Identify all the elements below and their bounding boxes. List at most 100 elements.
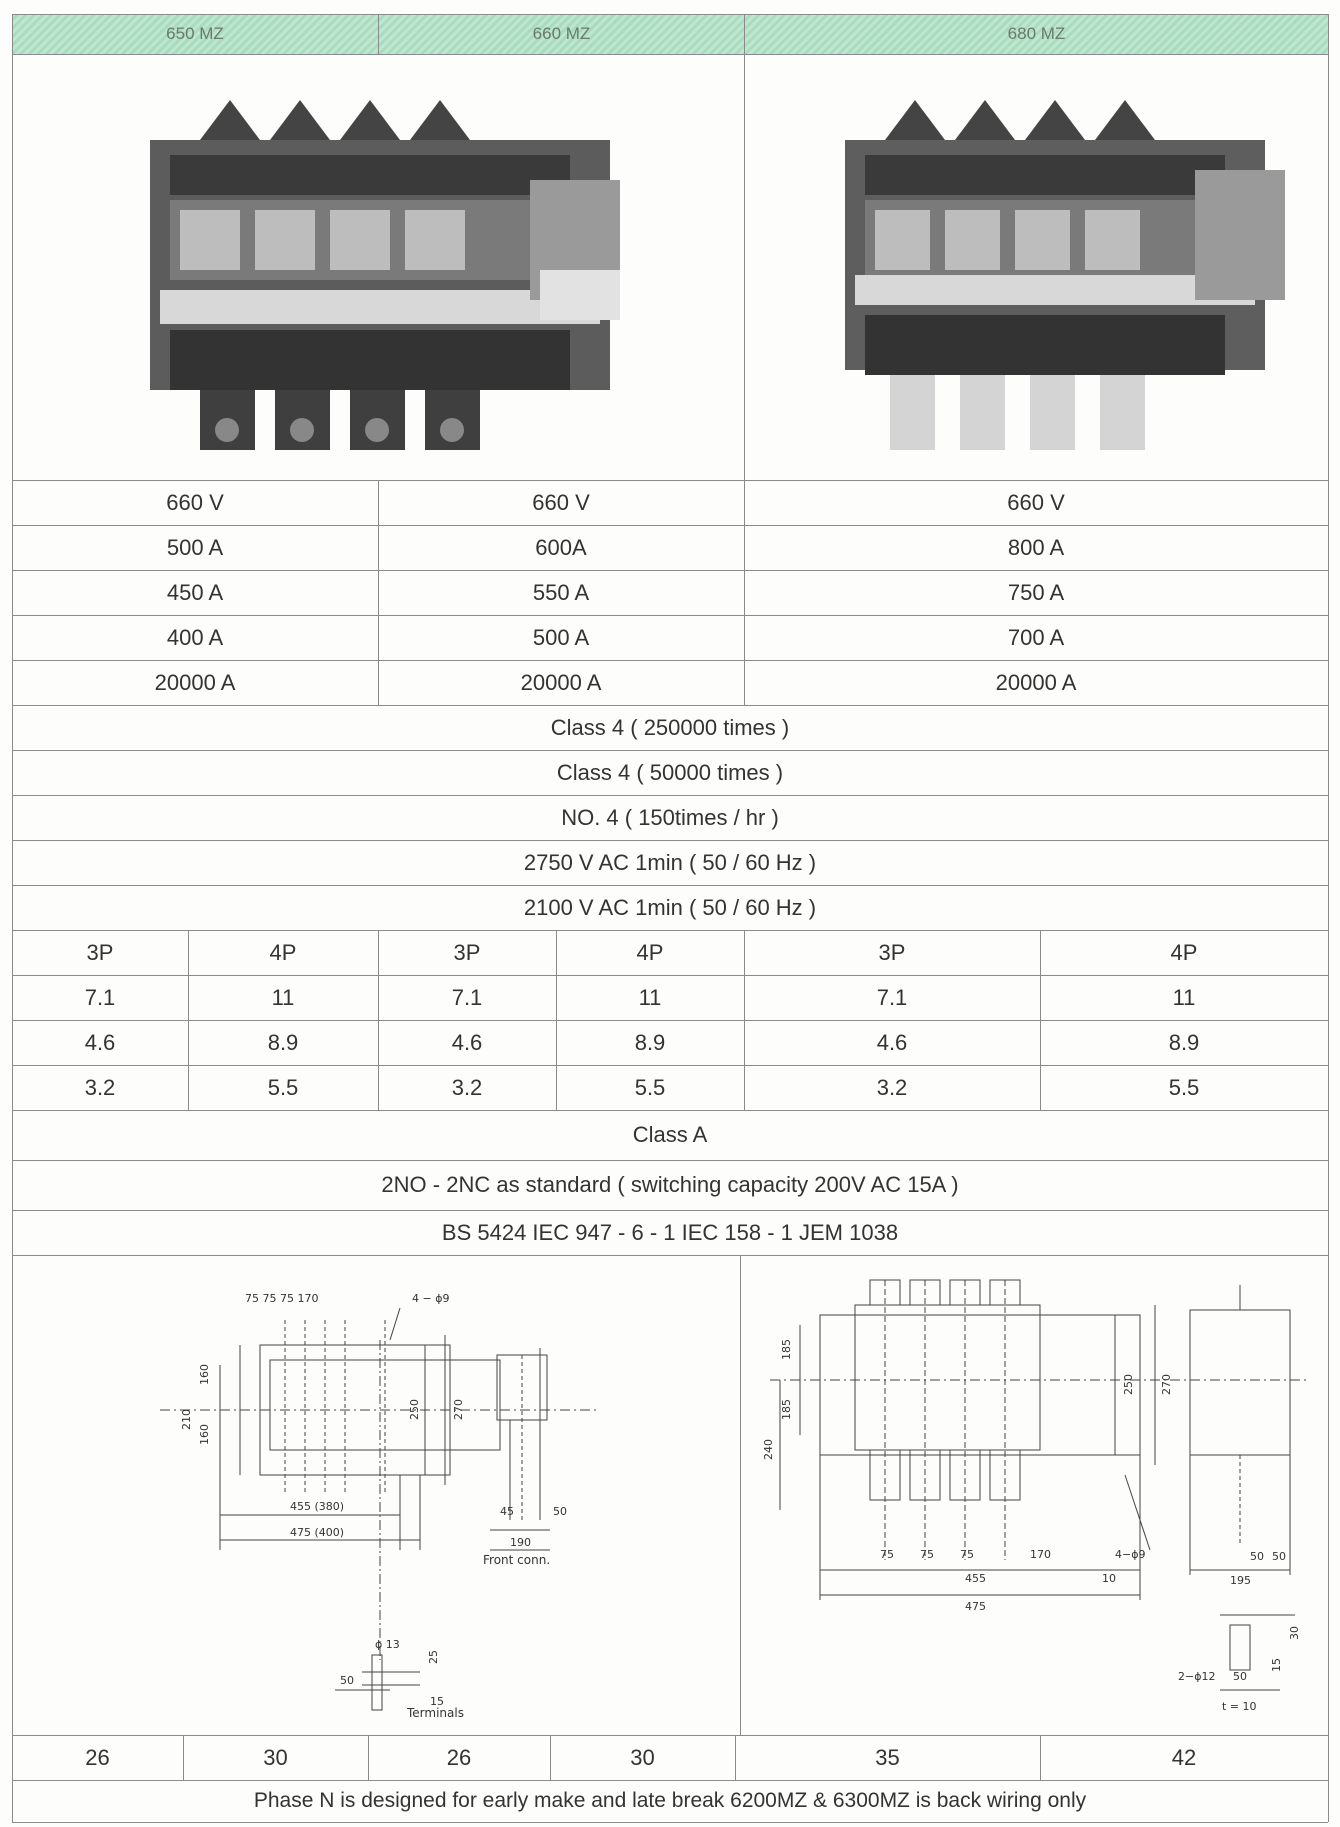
weight-5: 42 [1171,1744,1197,1770]
dimension-drawing-680: 185 185 240 250 270 75 75 75 170 4−ϕ9 45… [762,1279,1310,1713]
drawing-right-label-170: 170 [1030,1548,1051,1561]
rating-680-r3: 700 A [1007,624,1065,650]
dimension-drawing-650-660: 75 75 75 170 4 − ϕ9 160 160 210 250 270 … [160,1292,600,1720]
product-photo-650-660 [150,100,620,450]
common-row-7: BS 5424 IEC 947 - 6 - 1 IEC 158 - 1 JEM … [441,1219,899,1245]
drawing-left-label-45: 45 [500,1505,514,1518]
drawing-left-label-190: 190 [510,1536,531,1549]
pole-value-r1-c4: 4.6 [876,1029,908,1055]
poles-1: 4P [269,939,297,965]
drawing-left-label-holes: 4 − ϕ9 [412,1292,449,1305]
model-header-660: 660 MZ [379,14,744,54]
drawing-right-label-195: 195 [1230,1574,1251,1587]
pole-value-r2-c2: 3.2 [451,1074,483,1100]
weight-1: 30 [263,1744,288,1770]
common-row-6: 2NO - 2NC as standard ( switching capaci… [381,1172,959,1197]
drawing-right-label-holes: 4−ϕ9 [1115,1548,1145,1561]
pole-value-r2-c0: 3.2 [84,1074,116,1100]
drawing-right-label-30: 30 [1288,1626,1301,1640]
poles-0: 3P [86,939,114,965]
drawing-left-label-455: 455 (380) [290,1500,344,1513]
drawing-right-label-15: 15 [1270,1658,1283,1672]
drawing-left-label-250: 250 [408,1399,421,1420]
common-row-5: Class A [632,1122,708,1147]
rating-660-r4: 20000 A [520,669,602,695]
drawing-right-label-phi12: 2−ϕ12 [1178,1670,1215,1683]
rating-680-r4: 20000 A [995,669,1077,695]
drawing-left-label-160a: 160 [198,1364,211,1385]
common-row-1: Class 4 ( 50000 times ) [556,759,784,785]
pole-value-r0-c3: 11 [638,984,662,1010]
drawing-left-label-top: 75 75 75 170 [245,1292,318,1305]
poles-5: 4P [1170,939,1198,965]
common-row-0: Class 4 ( 250000 times ) [550,714,790,740]
pole-value-r1-c2: 4.6 [451,1029,483,1055]
poles-3: 4P [636,939,664,965]
poles-4: 3P [878,939,906,965]
common-row-4: 2100 V AC 1min ( 50 / 60 Hz ) [523,894,817,920]
rating-660-r3: 500 A [532,624,590,650]
model-header-650: 650 MZ [12,14,378,54]
product-photo-680 [845,100,1285,450]
rating-680-r1: 800 A [1007,534,1065,560]
drawing-right-label-270: 270 [1160,1374,1173,1395]
rating-660-r1: 600A [535,534,587,560]
rating-680-r2: 750 A [1007,579,1065,605]
pole-value-r2-c5: 5.5 [1168,1074,1200,1100]
pole-value-r0-c2: 7.1 [451,984,483,1010]
pole-value-r1-c3: 8.9 [634,1029,666,1055]
drawing-left-label-terminals: Terminals [406,1706,464,1720]
drawing-right-label-75b: 75 [920,1548,934,1561]
pole-value-r0-c0: 7.1 [84,984,116,1010]
rating-650-r2: 450 A [166,579,224,605]
rating-680-r0: 660 V [1007,489,1065,515]
weight-0: 26 [85,1744,110,1770]
drawing-right-label-50c: 50 [1233,1670,1247,1683]
rating-650-r1: 500 A [166,534,224,560]
drawing-right-label-75a: 75 [880,1548,894,1561]
pole-value-r1-c5: 8.9 [1168,1029,1200,1055]
poles-2: 3P [453,939,481,965]
drawing-right-label-240: 240 [762,1439,775,1460]
drawing-right-label-75c: 75 [960,1548,974,1561]
pole-value-r1-c1: 8.9 [267,1029,299,1055]
weight-3: 30 [630,1744,655,1770]
drawing-right-label-455: 455 [965,1572,986,1585]
rating-650-r3: 400 A [166,624,224,650]
common-row-2: NO. 4 ( 150times / hr ) [561,804,779,830]
pole-value-r2-c3: 5.5 [634,1074,666,1100]
drawing-right-label-185a: 185 [780,1339,793,1360]
drawing-right-label-50a: 50 [1250,1550,1264,1563]
drawing-left-label-270: 270 [452,1399,465,1420]
pole-value-r0-c4: 7.1 [876,984,908,1010]
drawing-right-label-t10: t = 10 [1222,1700,1257,1713]
drawing-right-label-50b: 50 [1272,1550,1286,1563]
drawing-left-label-475: 475 (400) [290,1526,344,1539]
drawing-right-label-250: 250 [1122,1374,1135,1395]
drawing-left-label-50: 50 [553,1505,567,1518]
model-header-680: 680 MZ [745,14,1328,54]
drawing-right-label-10: 10 [1102,1572,1116,1585]
rating-660-r0: 660 V [532,489,590,515]
weight-4: 35 [875,1744,900,1770]
rating-650-r0: 660 V [166,489,224,515]
pole-value-r1-c0: 4.6 [84,1029,116,1055]
drawing-left-label-50b: 50 [340,1674,354,1687]
rating-660-r2: 550 A [532,579,590,605]
common-row-3: 2750 V AC 1min ( 50 / 60 Hz ) [523,849,817,875]
drawing-right-label-185b: 185 [780,1399,793,1420]
pole-value-r2-c1: 5.5 [267,1074,299,1100]
pole-value-r2-c4: 3.2 [876,1074,908,1100]
pole-value-r0-c1: 11 [271,984,295,1010]
drawing-left-label-front-conn: Front conn. [483,1553,550,1567]
drawing-left-label-15: 15 [430,1695,444,1708]
drawing-right-label-475: 475 [965,1600,986,1613]
rating-650-r4: 20000 A [154,669,236,695]
weight-2: 26 [446,1744,472,1770]
pole-value-r0-c5: 11 [1172,984,1196,1010]
footer-note: Phase N is designed for early make and l… [253,1789,1087,1812]
drawing-left-label-phi13: ϕ 13 [375,1638,400,1651]
drawing-left-label-210: 210 [180,1409,193,1430]
drawing-left-label-160b: 160 [198,1424,211,1445]
